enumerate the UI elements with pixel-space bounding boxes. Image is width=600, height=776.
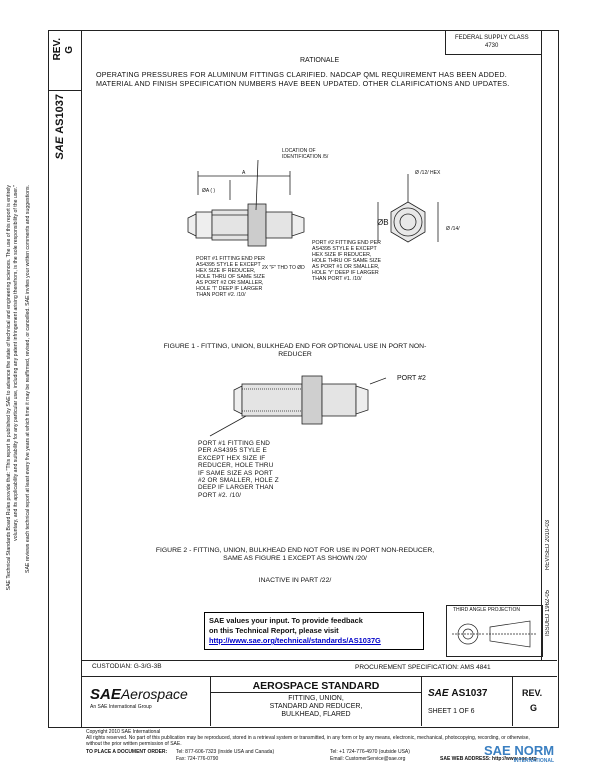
logo-sae: SAE <box>90 686 121 703</box>
feedback-box: SAE values your input. To provide feedba… <box>204 612 424 650</box>
projection-symbol <box>452 620 536 648</box>
doc-number: AS1037 <box>54 94 66 134</box>
title-block-vdiv3 <box>512 676 513 726</box>
logo-aerospace: Aerospace <box>120 686 188 702</box>
feedback-link[interactable]: http://www.sae.org/technical/standards/A… <box>209 636 381 645</box>
fig1-caption: FIGURE 1 - FITTING, UNION, BULKHEAD END … <box>163 343 427 358</box>
fig1-dim-l: ØA ( ) <box>202 188 216 194</box>
procurement: PROCUREMENT SPECIFICATION: AMS 4841 <box>355 664 491 671</box>
rationale-text: OPERATING PRESSURES FOR ALUMINUM FITTING… <box>96 70 510 88</box>
rationale-heading: RATIONALE <box>300 57 340 64</box>
revised-date: REVISED 2010-03 <box>545 520 551 571</box>
fig1-dim-right: Ø /14/ <box>446 226 460 232</box>
fig1-hex-note: Ø /12/ HEX <box>415 170 441 176</box>
fig2-port1: PORT #1 FITTING END PER AS4395 STYLE E E… <box>198 440 279 499</box>
fsc-box <box>445 30 542 55</box>
fig1-dia-b: ØB <box>377 218 389 227</box>
side-notice-3: SAE reviews each technical report at lea… <box>25 185 31 573</box>
title-line-1: FITTING, UNION, <box>288 695 344 702</box>
footer-tel1: Tel: 877-606-7323 (inside USA and Canada… <box>176 749 275 755</box>
fig2-caption: FIGURE 2 - FITTING, UNION, BULKHEAD END … <box>155 547 435 562</box>
doc-number-vertical: SAE AS1037 <box>54 94 66 159</box>
fig1-port2: PORT #2 FITTING END PER AS4395 STYLE E E… <box>312 240 382 282</box>
figure1-drawing <box>187 159 439 247</box>
custodian: CUSTODIAN: G-3/G-3B <box>92 663 162 670</box>
rev-value: G <box>64 46 75 54</box>
watermark: SAE NORM INTERNATIONAL <box>484 742 554 764</box>
as-number-block: SAE AS1037 <box>428 688 487 699</box>
fig2-inactive: INACTIVE IN PART /22/ <box>258 577 332 584</box>
sae-logo-small: SAE <box>54 136 66 160</box>
title-block-vdiv1 <box>210 676 211 726</box>
footer-web: SAE WEB ADDRESS: http://www.sae.org <box>440 756 537 762</box>
aerospace-standard: AEROSPACE STANDARD <box>252 680 380 692</box>
side-notice-2: voluntary, and its applicability and sui… <box>13 185 19 541</box>
fig1-location-note: LOCATION OF IDENTIFICATION /5/ <box>282 148 329 160</box>
side-notice-1: SAE Technical Standards Board Rules prov… <box>6 185 12 591</box>
tb-rev-label: REV. <box>522 688 543 698</box>
sae-aerospace-logo: SAEAerospace An SAE International Group <box>90 686 188 710</box>
watermark-text: SAE NORM <box>484 743 555 758</box>
tb-rev-value: G <box>530 703 538 713</box>
title-block-line2 <box>81 676 557 677</box>
footer-fax: Fax: 724-776-0790 <box>176 756 219 762</box>
footer-copyright: Copyright 2010 SAE International <box>86 729 161 735</box>
watermark-sub: INTERNATIONAL <box>513 758 555 764</box>
fig2-port2: PORT #2 <box>397 375 426 382</box>
footer-rights: All rights reserved. No part of this pub… <box>86 735 530 747</box>
fig1-port1: PORT #1 FITTING END PER AS4395 STYLE E E… <box>196 256 266 298</box>
title-block-vdiv2 <box>421 676 422 726</box>
fig1-thread-note: 2X "F" THD TO ØD <box>262 265 305 271</box>
figure2-drawing <box>209 375 387 437</box>
projection-box <box>446 605 543 657</box>
feedback-line1: SAE values your input. To provide feedba… <box>209 616 363 625</box>
as-sae-small: SAE <box>428 688 449 699</box>
projection-label: THIRD ANGLE PROJECTION <box>453 607 520 613</box>
standard-underline <box>210 692 421 693</box>
as-number: AS1037 <box>451 688 488 699</box>
fig1-dim-a: A <box>242 170 246 176</box>
left-strip <box>48 30 82 728</box>
rev-header-box <box>48 30 81 91</box>
footer-order-label: TO PLACE A DOCUMENT ORDER: <box>86 749 168 755</box>
feedback-line2: on this Technical Report, please visit <box>209 626 339 635</box>
title-line-3: BULKHEAD, FLARED <box>281 711 351 718</box>
issued-date: ISSUED 1962-05 <box>545 590 551 637</box>
title-block-top-line <box>81 660 557 661</box>
fsc-line2: 4730 <box>485 43 499 49</box>
logo-sub: An SAE International Group <box>90 704 152 710</box>
title-line-2: STANDARD AND REDUCER, <box>269 703 363 710</box>
sheet-number: SHEET 1 OF 6 <box>428 708 475 715</box>
footer-email: Email: CustomerService@sae.org <box>330 756 406 762</box>
rev-label: REV. <box>52 38 63 61</box>
right-margin-line <box>541 30 542 660</box>
footer-tel2: Tel: +1 724-776-4970 (outside USA) <box>330 749 410 755</box>
fsc-line1: FEDERAL SUPPLY CLASS <box>455 35 529 41</box>
